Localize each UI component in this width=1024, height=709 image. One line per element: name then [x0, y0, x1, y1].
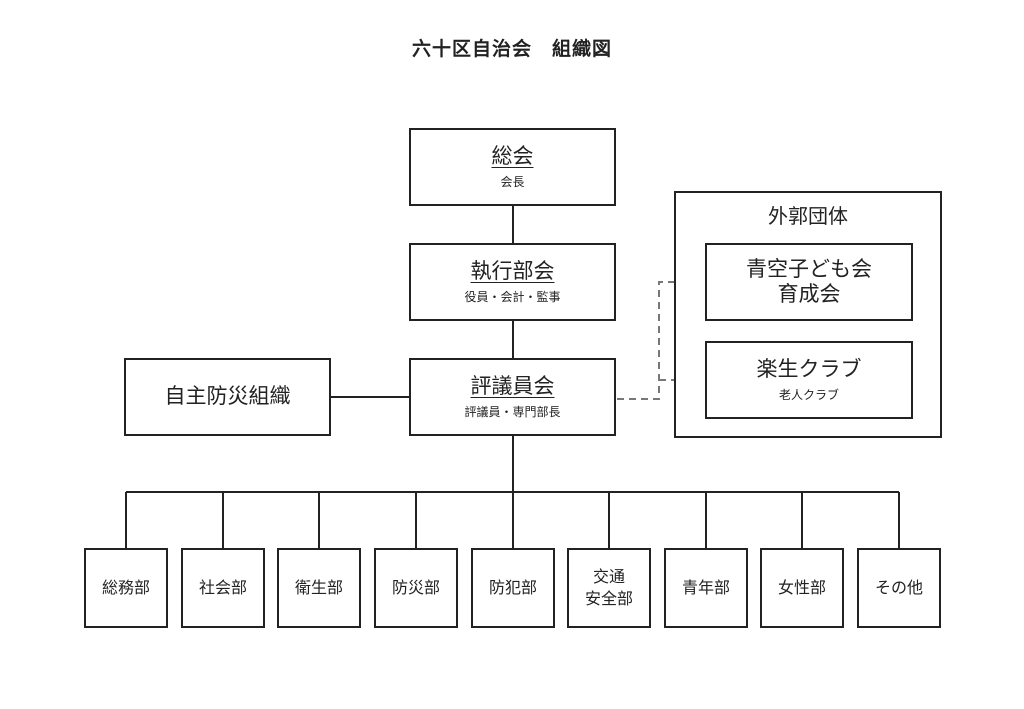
- dept-box: 防災部: [374, 548, 458, 628]
- external-groups-label: 外郭団体: [768, 204, 848, 228]
- dept-label: 交通: [592, 567, 625, 587]
- dept-box: その他: [857, 548, 941, 628]
- external-group-seniors: 楽生クラブ 老人クラブ: [705, 341, 913, 419]
- dept-box: 総務部: [84, 548, 168, 628]
- dept-label: 社会部: [198, 578, 247, 598]
- dept-label: その他: [874, 578, 923, 598]
- dept-box: 社会部: [181, 548, 265, 628]
- dept-box: 交通 安全部: [567, 548, 651, 628]
- external-group-kids: 青空子ども会 育成会: [705, 243, 913, 321]
- external-group-kids-line1: 青空子ども会: [746, 256, 872, 281]
- dept-label: 総務部: [101, 578, 150, 598]
- external-group-seniors-line1: 楽生クラブ: [756, 356, 862, 381]
- page-title: 六十区自治会 組織図: [411, 38, 612, 60]
- council-name: 評議員会: [470, 373, 555, 398]
- general-meeting-box: 総会 会長: [409, 128, 616, 206]
- executive-box: 執行部会 役員・会計・監事: [409, 243, 616, 321]
- general-meeting-name: 総会: [491, 143, 534, 168]
- dept-label-line2: 安全部: [584, 589, 633, 608]
- dept-box: 衛生部: [277, 548, 361, 628]
- executive-name: 執行部会: [470, 258, 555, 283]
- council-box: 評議員会 評議員・専門部長: [409, 358, 616, 436]
- external-group-seniors-sub: 老人クラブ: [778, 388, 839, 403]
- dept-box: 防犯部: [471, 548, 555, 628]
- dept-label: 防災部: [391, 578, 440, 598]
- general-meeting-sub: 会長: [500, 175, 525, 190]
- dept-label: 女性部: [777, 578, 826, 598]
- executive-sub: 役員・会計・監事: [464, 290, 561, 305]
- external-group-kids-line2: 育成会: [777, 282, 841, 306]
- dept-box: 女性部: [760, 548, 844, 628]
- dept-label: 防犯部: [488, 578, 537, 598]
- disaster-org-name: 自主防災組織: [164, 384, 291, 409]
- dept-label: 青年部: [681, 578, 730, 598]
- disaster-org-box: 自主防災組織: [124, 358, 331, 436]
- dept-label: 衛生部: [294, 578, 343, 598]
- council-sub: 評議員・専門部長: [464, 405, 561, 420]
- dept-box: 青年部: [664, 548, 748, 628]
